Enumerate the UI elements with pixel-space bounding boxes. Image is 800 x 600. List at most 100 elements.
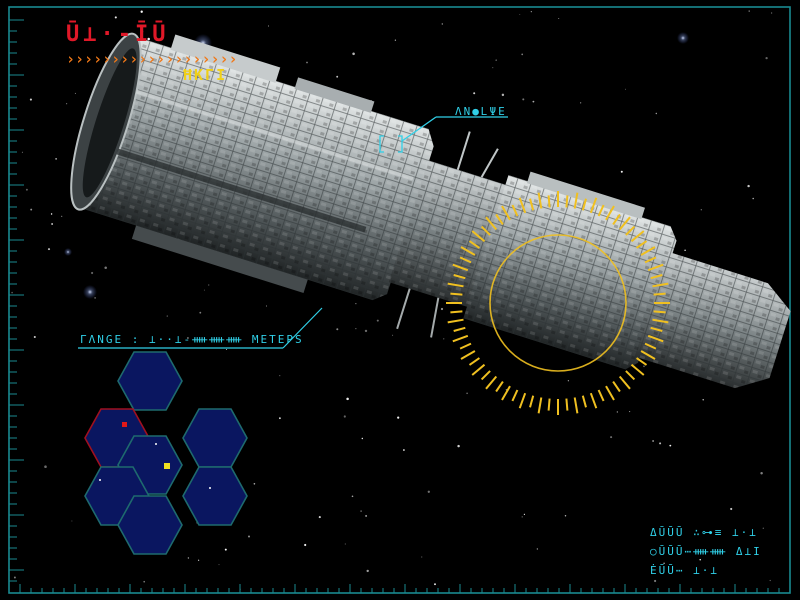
- star: [203, 289, 205, 291]
- star: [147, 37, 150, 41]
- reticle-tick: [501, 385, 511, 401]
- star: [402, 449, 405, 451]
- minimap-hex[interactable]: [182, 466, 248, 526]
- star: [74, 92, 76, 94]
- star: [730, 507, 733, 511]
- star: [304, 543, 307, 547]
- capital-ship-icon: [70, 32, 791, 389]
- reticle-tick: [468, 357, 480, 366]
- minimap-hex[interactable]: [182, 408, 248, 468]
- star: [702, 399, 704, 401]
- hud-frame-icon: [8, 6, 791, 594]
- star: [104, 266, 107, 269]
- reticle-tick: [511, 389, 519, 402]
- star: [519, 14, 521, 15]
- star: [306, 61, 308, 64]
- star: [142, 31, 144, 33]
- star: [253, 482, 256, 485]
- minimap-star: [209, 487, 211, 489]
- reticle-tick: [565, 398, 569, 411]
- star: [187, 557, 190, 559]
- reticle-tick: [518, 197, 527, 214]
- star: [91, 271, 94, 275]
- star: [684, 249, 686, 251]
- star: [140, 10, 143, 13]
- star: [663, 562, 665, 565]
- reticle-tick: [468, 240, 480, 249]
- reticle-tick: [460, 350, 476, 360]
- reticle-tick: [537, 192, 543, 209]
- star: [355, 303, 357, 305]
- reticle-tick: [529, 198, 535, 211]
- reticle-tick: [625, 370, 636, 381]
- reticle-tick: [650, 274, 663, 280]
- reticle-tick: [447, 318, 464, 324]
- bright-star: [677, 32, 689, 44]
- range-readout: ΓΛΝGΕ : ⊥··⊥-ᚔᚔᚔ ΜΕΤΕΡS: [80, 333, 304, 346]
- reticle-tick: [597, 389, 605, 402]
- star: [441, 23, 443, 25]
- star: [652, 440, 654, 442]
- reticle-tick: [547, 195, 551, 208]
- reticle-tick: [480, 225, 491, 236]
- chevron-strip: ›››››››››››››››››››: [66, 50, 238, 68]
- star: [567, 380, 570, 382]
- star: [346, 397, 349, 401]
- star: [51, 223, 53, 225]
- star: [361, 437, 363, 440]
- star: [351, 495, 354, 498]
- minimap-star: [155, 443, 157, 445]
- reticle-tick: [612, 381, 621, 393]
- reticle-tick: [447, 282, 464, 288]
- reticle-tick: [495, 381, 504, 393]
- star: [94, 297, 96, 299]
- reticle-tick: [450, 310, 463, 314]
- star: [501, 93, 505, 97]
- star: [699, 559, 701, 561]
- reticle-tick: [459, 256, 472, 264]
- minimap-hex[interactable]: [117, 495, 183, 555]
- reticle-tick: [480, 370, 491, 381]
- star: [197, 559, 200, 561]
- reticle-tick: [625, 225, 636, 236]
- star: [536, 548, 538, 550]
- star: [421, 556, 423, 558]
- star: [564, 515, 567, 517]
- reticle-tick: [630, 230, 645, 243]
- star: [55, 158, 57, 160]
- reticle-tick: [636, 357, 648, 366]
- star: [473, 92, 476, 95]
- reticle-tick: [597, 204, 605, 217]
- reticle-tick: [605, 205, 615, 221]
- reticle-tick: [565, 195, 569, 208]
- star: [427, 490, 430, 493]
- star: [580, 102, 582, 104]
- star: [25, 188, 28, 191]
- star: [186, 337, 189, 339]
- minimap-star: [99, 479, 101, 481]
- star: [530, 11, 532, 13]
- star: [771, 12, 773, 14]
- star: [21, 151, 23, 153]
- star: [643, 365, 645, 368]
- star: [47, 248, 51, 251]
- star: [166, 315, 168, 317]
- star: [392, 334, 394, 336]
- minimap-hex[interactable]: [117, 351, 183, 411]
- star: [762, 527, 764, 529]
- reticle-tick: [581, 395, 587, 408]
- star: [224, 548, 227, 551]
- reticle-tick: [618, 216, 631, 231]
- star: [225, 348, 228, 351]
- star: [11, 291, 13, 294]
- star: [364, 329, 368, 333]
- reticle-tick: [652, 318, 669, 324]
- star: [669, 444, 672, 447]
- star: [434, 583, 436, 586]
- reticle-tick: [450, 292, 463, 296]
- star: [654, 579, 657, 583]
- bright-star: [64, 248, 72, 256]
- star: [248, 535, 250, 538]
- reticle-tick: [640, 350, 656, 360]
- star: [397, 416, 400, 419]
